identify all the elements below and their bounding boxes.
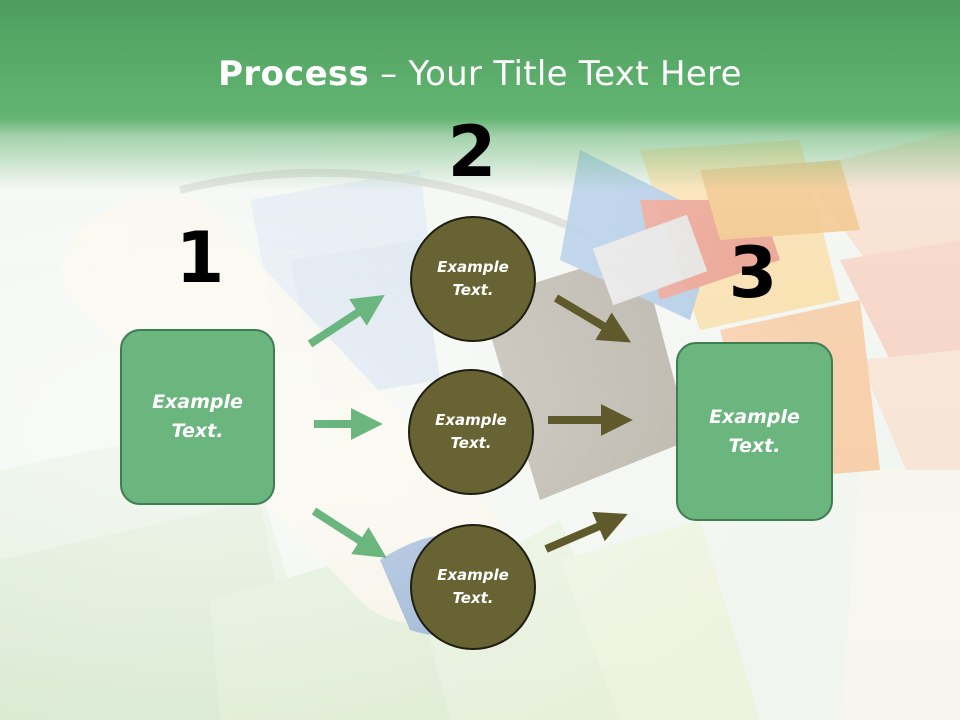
- step-3-box-text: Example Text.: [709, 405, 800, 457]
- step-number-1: 1: [175, 217, 225, 299]
- step-2-circle-middle: Example Text.: [408, 369, 534, 495]
- step-1-box-text: Example Text.: [152, 391, 243, 442]
- circle-top-text: Example Text.: [437, 258, 509, 299]
- step-2-circle-top: Example Text.: [410, 216, 536, 342]
- step-2-circle-bottom: Example Text.: [410, 524, 536, 650]
- step-number-3: 3: [728, 232, 778, 314]
- arrow-box1-to-circle-top: [307, 294, 385, 348]
- circle-bottom-text: Example Text.: [437, 566, 509, 607]
- arrow-box1-to-circle-bottom: [311, 507, 387, 558]
- arrow-circle-bottom-to-box3: [544, 511, 628, 553]
- arrow-circle-top-to-box3: [553, 294, 632, 343]
- page-title: Process – Your Title Text Here: [0, 52, 960, 96]
- step-3-box: Example Text.: [676, 342, 833, 521]
- title-band: [0, 0, 960, 190]
- step-number-2: 2: [447, 111, 497, 193]
- circle-middle-text: Example Text.: [435, 411, 507, 452]
- title-rest: – Your Title Text Here: [369, 54, 742, 94]
- step-1-box: Example Text.: [120, 329, 275, 505]
- title-bold: Process: [218, 54, 370, 94]
